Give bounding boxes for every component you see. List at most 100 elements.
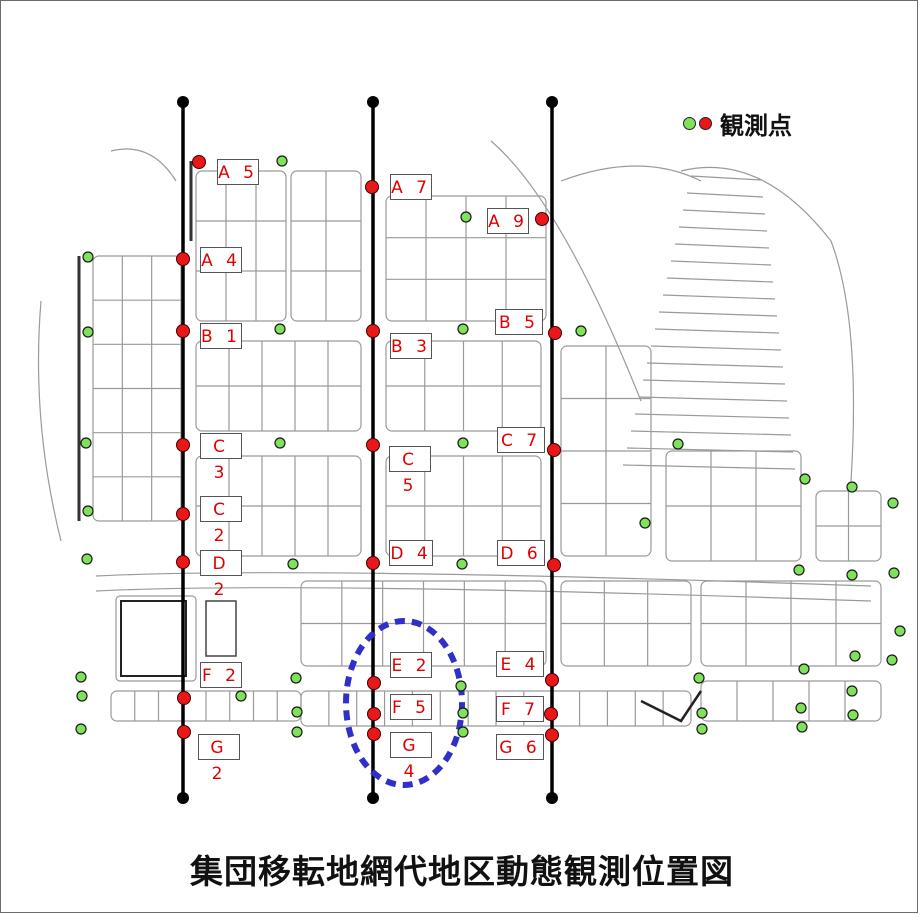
terrace-line: [654, 328, 780, 334]
legend-label: 観測点: [720, 111, 792, 140]
green-dot-icon: [849, 650, 861, 662]
site-plan-basemap: [37, 140, 882, 727]
green-dot-icon: [696, 723, 708, 735]
building-outline: [120, 600, 187, 677]
green-dot-icon: [846, 569, 858, 581]
green-dot-icon: [82, 505, 94, 517]
terrace-line: [670, 260, 772, 266]
point-label: B 3: [390, 333, 432, 359]
green-dot-icon: [672, 438, 684, 450]
green-dot-icon: [274, 323, 286, 335]
green-dot-icon: [575, 325, 587, 337]
red-dot-icon: [176, 438, 190, 452]
main-road: [95, 587, 872, 602]
red-dot-icon: [366, 324, 380, 338]
contour-line: [37, 300, 62, 542]
red-dot-icon: [548, 326, 562, 340]
terrace-line: [666, 277, 774, 283]
terrace-line: [626, 447, 794, 453]
survey-line-end-bottom: [177, 792, 189, 804]
survey-line-end-bottom: [546, 792, 558, 804]
point-label: C 3: [200, 433, 242, 483]
red-dot-icon: [545, 673, 559, 687]
green-dot-icon: [82, 326, 94, 338]
contour-line: [680, 166, 855, 482]
terrace-line: [622, 464, 796, 470]
parcel-block: [700, 680, 882, 722]
contour-line: [560, 165, 702, 182]
terrace-line: [634, 413, 790, 419]
highlight-ellipse: [343, 618, 465, 788]
point-label: F 7: [496, 696, 544, 722]
green-dot-icon: [82, 251, 94, 263]
green-dot-icon: [274, 437, 286, 449]
green-dot-icon: [886, 654, 898, 666]
point-label: A 5: [217, 159, 259, 185]
green-dot-icon: [80, 437, 92, 449]
point-label: B 5: [495, 309, 543, 335]
point-label: G 6: [496, 734, 544, 760]
survey-line-end-bottom: [367, 792, 379, 804]
point-label: A 9: [487, 208, 529, 234]
terrace-line: [682, 209, 766, 215]
green-dot-icon: [287, 558, 299, 570]
point-label: C 5: [389, 446, 431, 496]
green-dot-icon: [276, 155, 288, 167]
green-dot-icon: [290, 672, 302, 684]
terrace-line: [638, 396, 788, 402]
green-dot-icon: [75, 671, 87, 683]
green-dot-icon: [793, 564, 805, 576]
green-dot-icon: [456, 558, 468, 570]
green-dot-icon: [693, 672, 705, 684]
point-label: F 2: [200, 662, 242, 688]
red-dot-icon: [367, 676, 381, 690]
green-dot-icon: [846, 685, 858, 697]
contour-line: [110, 148, 177, 182]
building-block: [115, 595, 197, 682]
green-dot-icon: [639, 517, 651, 529]
point-label: F 5: [390, 694, 432, 720]
green-dot-icon: [894, 625, 906, 637]
point-label: C 2: [200, 496, 242, 546]
terrace-line: [678, 226, 768, 232]
point-label: C 7: [497, 427, 545, 453]
red-dot-icon: [547, 443, 561, 457]
red-dot-icon: [366, 556, 380, 570]
green-dot-icon: [457, 323, 469, 335]
red-dot-icon: [367, 727, 381, 741]
terrace-line: [690, 175, 762, 181]
building-outline: [205, 600, 237, 657]
green-dot-icon: [683, 116, 696, 130]
red-dot-icon: [365, 180, 379, 194]
red-dot-icon: [176, 507, 190, 521]
green-dot-icon: [795, 702, 807, 714]
green-dot-icon: [846, 481, 858, 493]
terrace-line: [674, 243, 770, 249]
green-dot-icon: [696, 707, 708, 719]
terrace-line: [650, 345, 782, 351]
main-road: [95, 572, 872, 587]
red-dot-icon: [177, 691, 191, 705]
point-label: D 2: [200, 550, 242, 600]
green-dot-icon: [457, 437, 469, 449]
green-dot-icon: [457, 726, 469, 738]
point-label: G 4: [390, 732, 432, 782]
point-label: A 7: [390, 174, 432, 200]
point-label: A 4: [200, 247, 242, 273]
point-label: D 6: [497, 540, 545, 566]
red-dot-icon: [176, 252, 190, 266]
green-dot-icon: [460, 211, 472, 223]
ridge-road: [490, 140, 642, 402]
red-dot-icon: [176, 324, 190, 338]
terrace-line: [686, 192, 764, 198]
legend: 観測点: [683, 105, 792, 141]
green-dot-icon: [457, 707, 469, 719]
retaining-wall: [640, 690, 703, 723]
green-dot-icon: [81, 553, 93, 565]
point-label: B 1: [200, 323, 242, 349]
red-dot-icon: [192, 155, 206, 169]
point-label: D 4: [389, 540, 433, 566]
survey-line-end-top: [546, 96, 558, 108]
red-dot-icon: [177, 725, 191, 739]
